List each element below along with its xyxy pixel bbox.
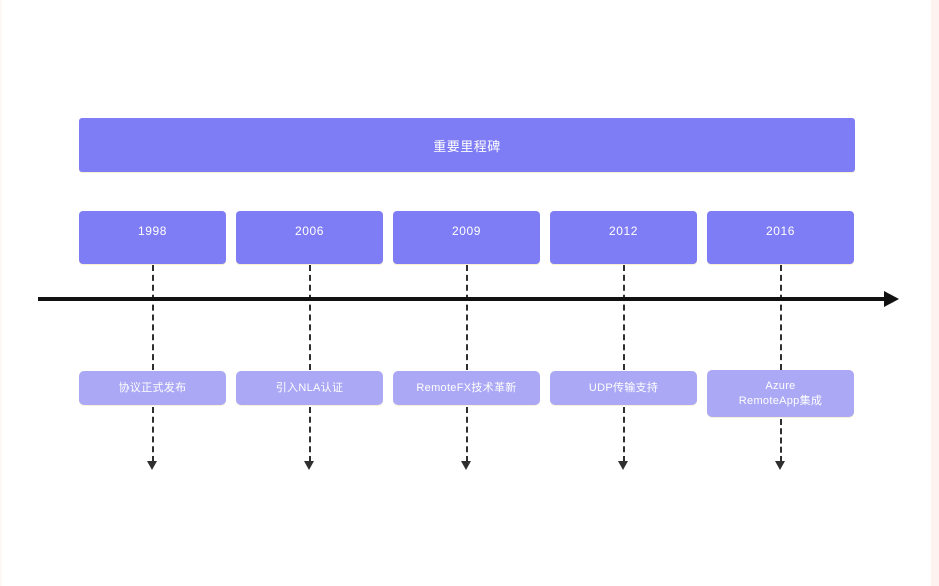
event-label: UDP传输支持 xyxy=(588,381,659,394)
timeline-column-2006: 2006 引入NLA认证 xyxy=(236,0,383,586)
timeline-column-2012: 2012 UDP传输支持 xyxy=(550,0,697,586)
connector-lower-2006 xyxy=(309,407,311,462)
timeline-axis-arrow-icon xyxy=(884,291,899,307)
connector-upper-2012 xyxy=(623,265,625,370)
event-box-1998[interactable]: 协议正式发布 xyxy=(79,371,226,405)
timeline-axis-line xyxy=(38,297,888,301)
down-arrow-icon xyxy=(147,461,157,470)
connector-upper-1998 xyxy=(152,265,154,370)
event-box-2012[interactable]: UDP传输支持 xyxy=(550,371,697,405)
event-label: RemoteFX技术革新 xyxy=(416,381,517,394)
connector-upper-2006 xyxy=(309,265,311,370)
year-label: 2009 xyxy=(451,224,482,238)
year-label: 2012 xyxy=(608,224,639,238)
connector-upper-2016 xyxy=(780,265,782,370)
year-box-2016[interactable]: 2016 xyxy=(707,211,854,264)
event-box-2009[interactable]: RemoteFX技术革新 xyxy=(393,371,540,405)
event-label: 协议正式发布 xyxy=(118,381,187,394)
down-arrow-icon xyxy=(461,461,471,470)
down-arrow-icon xyxy=(618,461,628,470)
connector-lower-2012 xyxy=(623,407,625,462)
year-box-2009[interactable]: 2009 xyxy=(393,211,540,264)
year-box-2012[interactable]: 2012 xyxy=(550,211,697,264)
event-box-2006[interactable]: 引入NLA认证 xyxy=(236,371,383,405)
page-edge-stripe-left xyxy=(0,0,2,586)
timeline-column-2016: 2016 Azure RemoteApp集成 xyxy=(707,0,854,586)
down-arrow-icon xyxy=(304,461,314,470)
timeline-column-2009: 2009 RemoteFX技术革新 xyxy=(393,0,540,586)
down-arrow-icon xyxy=(775,461,785,470)
timeline-column-1998: 1998 协议正式发布 xyxy=(79,0,226,586)
event-box-2016[interactable]: Azure RemoteApp集成 xyxy=(707,370,854,417)
event-label: 引入NLA认证 xyxy=(275,381,344,394)
connector-upper-2009 xyxy=(466,265,468,370)
year-label: 2016 xyxy=(765,224,796,238)
timeline-header-label: 重要里程碑 xyxy=(433,138,501,154)
page-edge-stripe-right xyxy=(931,0,939,586)
year-box-2006[interactable]: 2006 xyxy=(236,211,383,264)
timeline-header-banner: 重要里程碑 xyxy=(79,118,855,172)
year-box-1998[interactable]: 1998 xyxy=(79,211,226,264)
connector-lower-2016 xyxy=(780,419,782,462)
connector-lower-1998 xyxy=(152,407,154,462)
year-label: 1998 xyxy=(137,224,168,238)
connector-lower-2009 xyxy=(466,407,468,462)
year-label: 2006 xyxy=(294,224,325,238)
event-label: Azure RemoteApp集成 xyxy=(738,379,823,407)
